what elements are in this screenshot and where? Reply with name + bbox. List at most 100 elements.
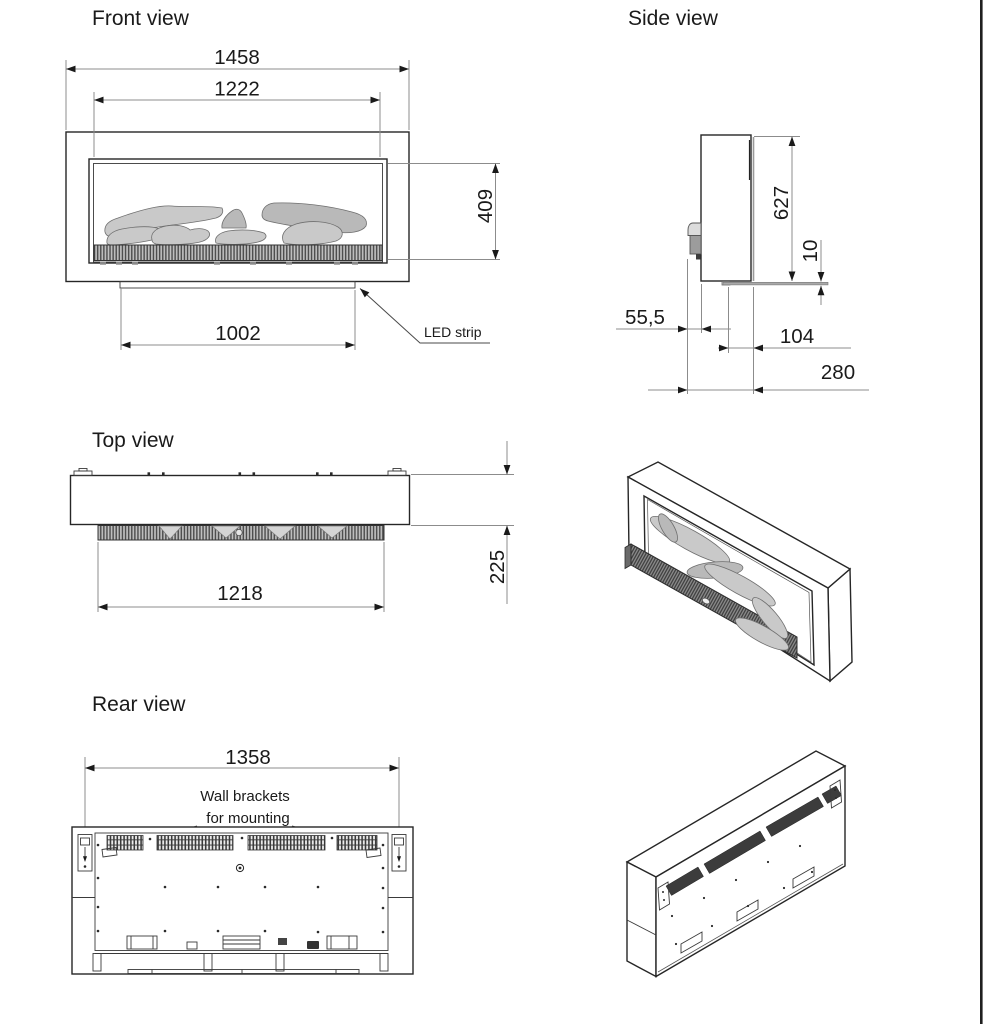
screw [148,837,152,841]
vent-grille-iso [703,830,766,874]
log [735,617,789,651]
screw [810,870,814,874]
bracket-slot [80,837,90,846]
screw [663,899,665,901]
vent-grille [336,835,378,851]
bracket-hook [101,846,118,858]
rear-vent-grilles [101,835,382,859]
component-box [326,935,358,950]
wall-bracket [391,834,407,872]
screw [96,905,100,909]
dim-ledge-thickness-value: 10 [799,240,822,263]
dim-ledge-thickness: 10 [799,240,825,305]
terminal-block [222,935,261,950]
bed-front-profile [689,235,702,255]
log [658,513,678,543]
power-inlet [307,941,319,949]
led-strip-label: LED strip [424,324,482,340]
front-log-set [104,202,367,246]
dim-height: 627 [754,136,800,281]
mount-tab [78,468,88,472]
side-view-title: Side view [628,7,719,30]
iso-rear-screws [670,844,814,946]
wall-bracket [77,834,93,872]
side-bottom-ledge [722,281,829,286]
screw [710,924,714,928]
page-edge-line [980,0,983,1024]
screw [381,843,385,847]
rear-wall-bracket-left [77,834,93,872]
screw [834,789,836,791]
wall-bracket-label-line1: Wall brackets [200,788,289,805]
edge-tick [238,472,242,476]
side-body-outline [700,134,752,282]
vent-grille-iso [665,866,704,896]
dim-opening-width: 1222 [93,78,381,157]
screw [216,929,220,933]
front-isometric-view [624,461,853,683]
screw [263,929,267,933]
dim-base-width-value: 1002 [215,322,261,345]
wall-bracket-label-line2: for mounting [206,810,289,827]
bed-foot [250,261,256,265]
iso-rear-bottom-seam [657,863,844,973]
iso-log-set [649,513,789,651]
screw [240,836,244,840]
top-body-outline [69,474,411,526]
side-fuel-bed-profile [687,222,702,260]
iso-knob [701,597,711,605]
dim-total-depth-value: 280 [821,361,855,384]
rail-cutout [680,931,703,954]
mount-tab [392,468,402,472]
dim-depth-value: 225 [486,550,509,584]
log [151,224,210,245]
top-view-title: Top view [92,429,175,452]
log-top [264,525,296,540]
dim-bracket-spacing-value: 1358 [225,746,271,769]
top-mounting-tabs [73,468,407,476]
screw [670,914,674,918]
iso-bed-end-cap [624,543,632,570]
knob-top [235,528,243,537]
log-top [211,525,241,539]
base-led-housing [127,969,360,974]
front-base-strip [119,281,356,289]
screw [316,930,320,934]
rear-wall-bracket-right [391,834,407,872]
screw [163,929,167,933]
log [261,202,367,234]
rail-support [379,953,389,972]
screw [216,885,220,889]
vent-grille [106,835,144,851]
log [282,221,343,246]
front-view: Front view [65,7,500,350]
bracket-hook [365,847,382,859]
rail-support [92,953,102,972]
front-view-title: Front view [92,7,190,30]
edge-tick [316,472,319,476]
dim-opening-height-value: 409 [474,189,497,223]
screw [381,886,385,890]
screw [702,896,706,900]
screw [263,885,267,889]
rear-isometric-view [625,750,847,978]
dim-total-depth: 280 [648,287,869,394]
vent-grille [156,835,234,851]
dim-opening-height: 409 [388,163,500,260]
bed-foot [116,261,122,265]
screw [734,878,738,882]
rear-view: Rear view 1358 Wall brackets for mountin… [71,693,414,975]
dim-height-value: 627 [770,186,793,220]
wall-bracket-iso [829,779,842,809]
dim-depth: 225 [411,441,514,604]
bed-foot [334,261,340,265]
bed-foot [132,261,138,265]
screw [381,866,385,870]
led-strip-callout: LED strip [357,285,490,344]
bed-foot [352,261,358,265]
rear-view-title: Rear view [92,693,186,716]
iso-rear-left-face [626,860,657,978]
dim-opening-width-value: 1222 [214,78,260,101]
dim-body-depth-value: 104 [780,325,814,348]
iso-left-face-seam [626,919,657,936]
